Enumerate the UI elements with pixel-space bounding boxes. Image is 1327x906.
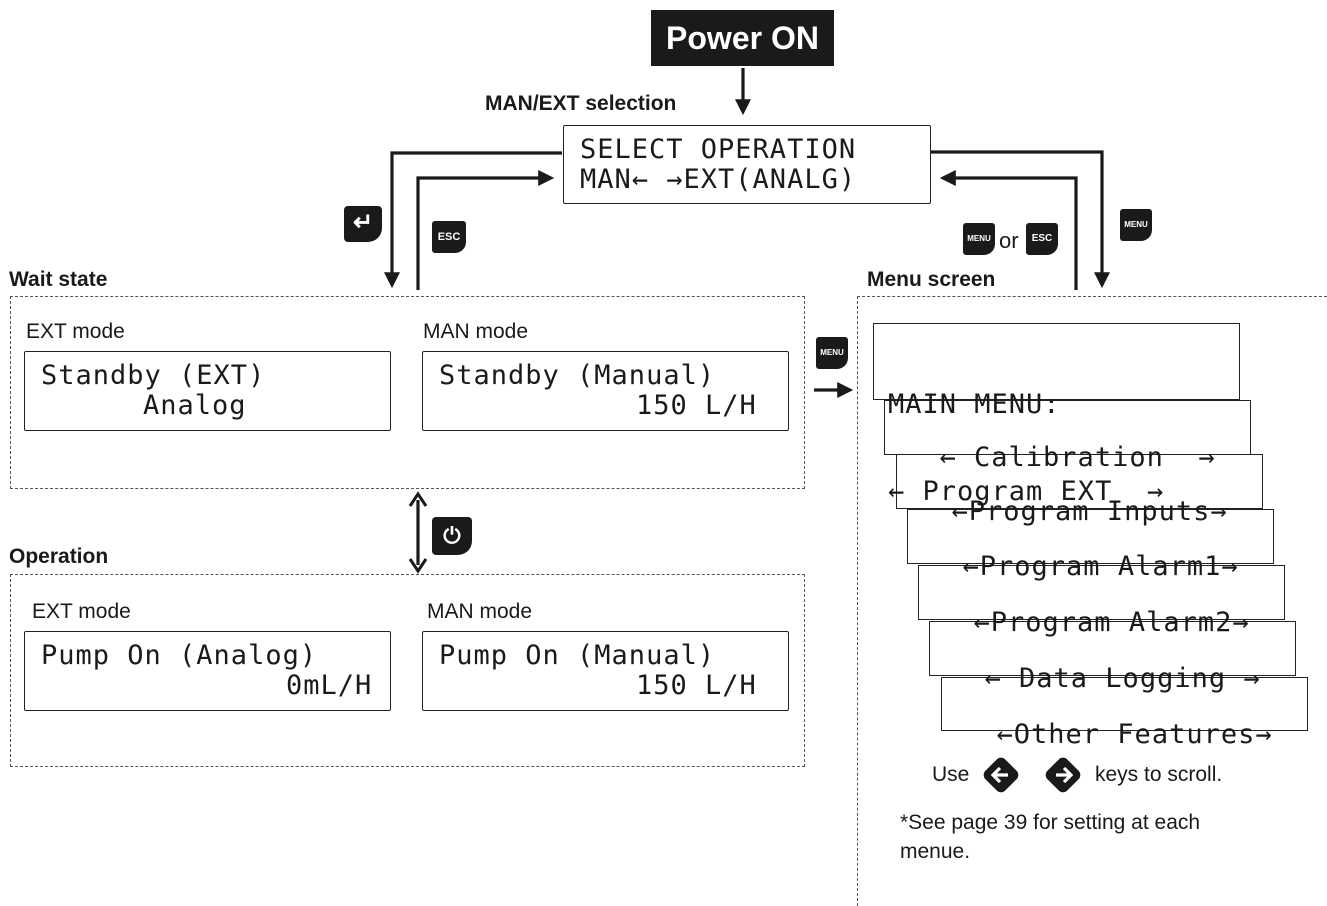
menu-item-program-inputs[interactable]: ←Program Inputs→	[896, 454, 1263, 527]
op-ext-lcd: Pump On (Analog) 0mL/H	[24, 631, 391, 711]
esc-to-select-arrow	[416, 170, 555, 290]
menu-item-program-ext: ← Program EXT →	[888, 476, 1165, 507]
enter-to-wait-arrow	[384, 151, 562, 289]
power-on-box: Power ON	[651, 10, 834, 66]
select-lcd-line1: SELECT OPERATION	[580, 134, 857, 165]
main-menu-lcd[interactable]: MAIN MENU: ← Program EXT →	[873, 323, 1240, 506]
menu-item-other-features[interactable]: ←Other Features→	[941, 677, 1308, 750]
wait-man-label: MAN mode	[423, 320, 529, 343]
scroll-use-label: Use	[932, 763, 970, 786]
menu-screen-title: Menu screen	[867, 268, 996, 291]
esc-key-icon[interactable]: ESC	[432, 221, 466, 253]
menu-key-icon[interactable]: MENU	[1120, 209, 1152, 241]
wait-ext-label: EXT mode	[26, 320, 125, 343]
left-arrow-key-icon[interactable]	[981, 755, 1021, 795]
wait-ext-lcd-line1: Standby (EXT)	[41, 360, 266, 391]
selection-label: MAN/EXT selection	[485, 92, 677, 115]
op-ext-lcd-line2: 0mL/H	[286, 670, 373, 701]
op-man-lcd-line1: Pump On (Manual)	[439, 640, 716, 671]
menu-key-icon[interactable]: MENU	[816, 337, 848, 369]
scroll-keys-label: keys to scroll.	[1095, 763, 1223, 786]
menu-key-icon[interactable]: MENU	[963, 223, 995, 255]
op-man-label: MAN mode	[427, 600, 533, 623]
menu-back-to-select-arrow	[939, 170, 1078, 290]
menu-item-program-alarm2[interactable]: ←Program Alarm2→	[918, 565, 1285, 638]
wait-state-panel	[10, 296, 805, 489]
menu-note: *See page 39 for setting at each menue.	[900, 811, 1201, 863]
main-menu-title: MAIN MENU:	[888, 389, 1061, 420]
menu-item-data-logging[interactable]: ← Data Logging →	[929, 621, 1296, 694]
operation-title: Operation	[9, 545, 109, 568]
wait-man-lcd-line1: Standby (Manual)	[439, 360, 716, 391]
wait-ext-lcd: Standby (EXT) Analog	[24, 351, 391, 431]
menu-item-program-alarm1[interactable]: ←Program Alarm1→	[907, 509, 1274, 582]
esc-key-icon[interactable]: ESC	[1026, 223, 1058, 255]
menu-to-menu-screen-arrow	[930, 150, 1110, 289]
menu-item-calibration[interactable]: ← Calibration →	[884, 400, 1251, 473]
wait-man-lcd: Standby (Manual) 150 L/H	[422, 351, 789, 431]
power-on-label: Power ON	[666, 20, 819, 56]
wait-ext-lcd-line2: Analog	[143, 390, 247, 421]
select-lcd-line2: MAN← →EXT(ANALG)	[580, 164, 857, 195]
op-ext-lcd-line1: Pump On (Analog)	[41, 640, 318, 671]
op-ext-label: EXT mode	[32, 600, 131, 623]
op-man-lcd: Pump On (Manual) 150 L/H	[422, 631, 789, 711]
select-operation-lcd: SELECT OPERATION MAN← →EXT(ANALG)	[563, 125, 931, 204]
op-man-lcd-line2: 150 L/H	[636, 670, 757, 701]
power-key-icon[interactable]: ⏻	[432, 517, 472, 555]
or-label: or	[999, 228, 1019, 253]
menu-screen-panel	[857, 296, 1327, 906]
operation-panel	[10, 574, 805, 767]
wait-state-title: Wait state	[9, 268, 108, 291]
enter-key-icon[interactable]: ↵	[344, 206, 382, 242]
wait-man-lcd-line2: 150 L/H	[636, 390, 757, 421]
right-arrow-key-icon[interactable]	[1043, 755, 1083, 795]
